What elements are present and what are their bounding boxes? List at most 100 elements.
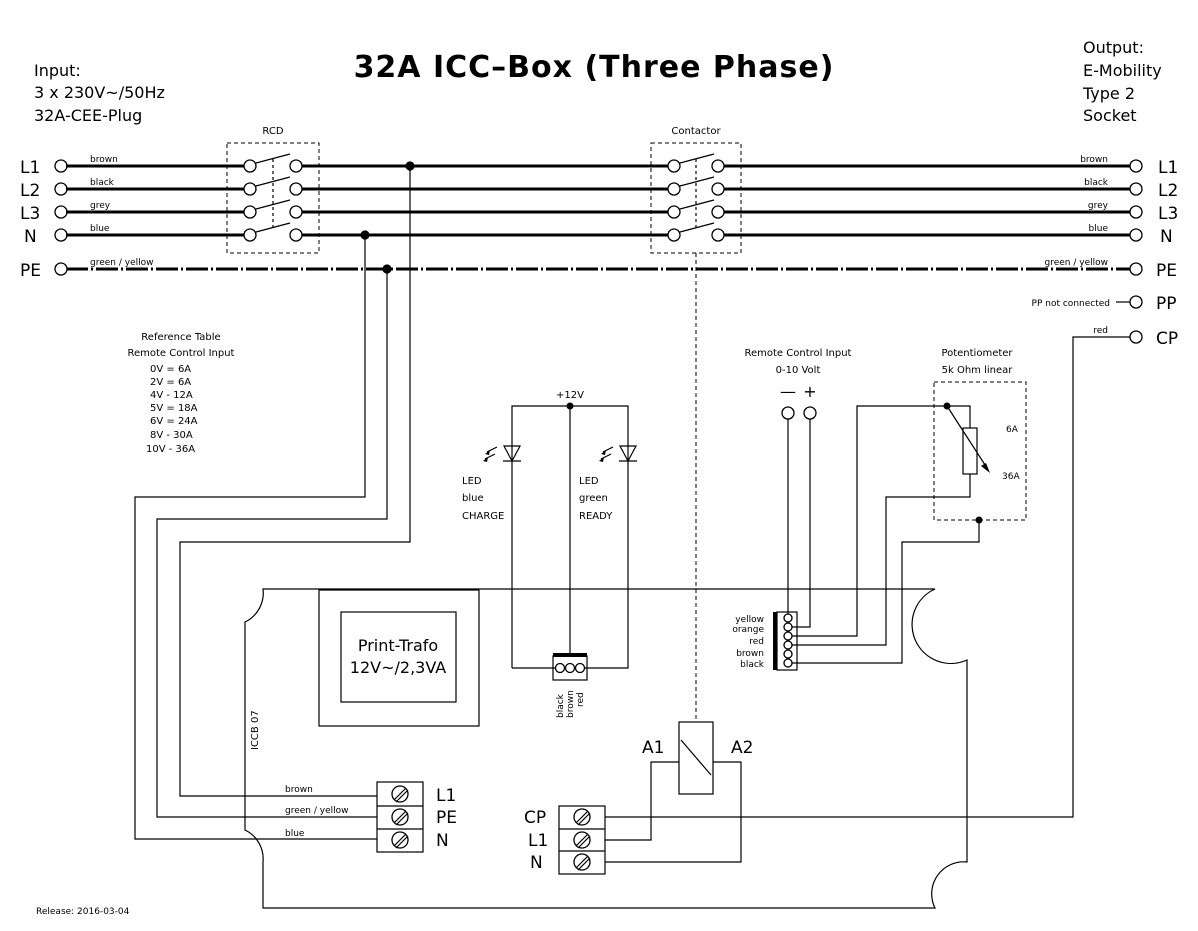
mains-feed-wires [134, 161, 415, 840]
svg-text:10V - 36A: 10V - 36A [146, 444, 195, 455]
svg-text:0-10 Volt: 0-10 Volt [776, 365, 821, 376]
svg-text:green / yellow: green / yellow [285, 806, 348, 816]
svg-text:36A: 36A [1002, 472, 1020, 482]
svg-text:4V - 12A: 4V - 12A [150, 390, 193, 401]
svg-text:PP: PP [1156, 294, 1177, 314]
svg-text:brown: brown [1080, 155, 1108, 165]
svg-text:L1: L1 [436, 786, 456, 806]
svg-text:blue: blue [462, 493, 484, 504]
svg-text:red: red [576, 692, 586, 707]
svg-text:orange: orange [732, 625, 764, 635]
svg-text:PE: PE [1156, 261, 1177, 281]
svg-text:ICCB 07: ICCB 07 [250, 710, 261, 750]
svg-text:Output:: Output: [1083, 38, 1144, 57]
rcd-switch: RCD [66, 126, 650, 254]
svg-text:CP: CP [1156, 329, 1178, 349]
svg-text:grey: grey [90, 201, 111, 211]
control-terminal-block: CP L1 N [524, 805, 606, 875]
svg-text:0V = 6A: 0V = 6A [150, 364, 191, 375]
wire-labels-left: brown black grey blue green / yellow [90, 155, 153, 268]
svg-text:L1: L1 [528, 831, 548, 851]
svg-text:5k Ohm linear: 5k Ohm linear [942, 365, 1014, 376]
svg-text:black: black [90, 178, 115, 188]
reference-table: Reference Table Remote Control Input 0V … [128, 332, 235, 455]
contactor-coil: A1 A2 [605, 721, 753, 863]
svg-text:A2: A2 [731, 738, 753, 758]
contactor-switch: Contactor [650, 126, 1130, 722]
wire-labels-right: brown black grey blue green / yellow [1045, 155, 1109, 268]
svg-text:brown: brown [285, 785, 313, 795]
svg-text:red: red [749, 637, 764, 647]
svg-text:32A-CEE-Plug: 32A-CEE-Plug [34, 106, 142, 125]
svg-text:2V = 6A: 2V = 6A [150, 377, 191, 388]
svg-text:N: N [1160, 227, 1173, 247]
svg-text:PP not connected: PP not connected [1032, 299, 1110, 309]
svg-text:LED: LED [462, 476, 482, 487]
svg-text:brown: brown [736, 649, 764, 659]
power-terminal-block: L1 PE N brown green / yellow blue [285, 781, 457, 853]
svg-text:green: green [579, 493, 608, 504]
svg-text:grey: grey [1088, 201, 1109, 211]
svg-text:N: N [24, 227, 37, 247]
svg-text:brown: brown [566, 690, 576, 718]
svg-text:Type 2: Type 2 [1082, 84, 1135, 103]
svg-text:PE: PE [436, 808, 457, 828]
diagram-title: 32A ICC–Box (Three Phase) [354, 50, 835, 85]
svg-text:CHARGE: CHARGE [462, 511, 504, 522]
svg-text:+: + [803, 382, 816, 401]
remote-connector: yellow orange red brown black [732, 611, 798, 671]
svg-text:black: black [556, 693, 566, 718]
input-terminals: L1 L2 L3 N PE [20, 158, 41, 281]
svg-text:green / yellow: green / yellow [90, 258, 153, 268]
svg-text:black: black [1084, 178, 1109, 188]
svg-text:A1: A1 [642, 738, 664, 758]
svg-text:—: — [780, 382, 796, 401]
output-description: Output: E-Mobility Type 2 Socket [1082, 38, 1162, 125]
svg-text:black: black [740, 660, 765, 670]
svg-text:L1: L1 [1158, 158, 1178, 178]
pcb-board: ICCB 07 [244, 588, 968, 909]
svg-text:E-Mobility: E-Mobility [1083, 61, 1162, 80]
svg-text:Remote Control Input: Remote Control Input [745, 348, 852, 359]
input-description: Input: 3 x 230V~/50Hz 32A-CEE-Plug [34, 61, 165, 125]
svg-text:+12V: +12V [556, 390, 584, 401]
svg-text:Contactor: Contactor [671, 126, 721, 137]
svg-text:CP: CP [524, 808, 546, 828]
svg-text:Potentiometer: Potentiometer [941, 348, 1013, 359]
svg-text:blue: blue [1089, 224, 1109, 234]
svg-text:green / yellow: green / yellow [1045, 258, 1108, 268]
potentiometer: Potentiometer 5k Ohm linear 6A 36A [792, 348, 1027, 664]
svg-text:12V~/2,3VA: 12V~/2,3VA [350, 658, 446, 677]
svg-text:brown: brown [90, 155, 118, 165]
svg-text:5V = 18A: 5V = 18A [150, 403, 198, 414]
svg-text:3 x 230V~/50Hz: 3 x 230V~/50Hz [34, 83, 165, 102]
svg-text:L1: L1 [20, 158, 40, 178]
svg-text:Remote Control Input: Remote Control Input [128, 348, 235, 359]
svg-text:red: red [1093, 326, 1108, 336]
svg-text:LED: LED [579, 476, 599, 487]
svg-text:L3: L3 [20, 204, 40, 224]
svg-text:L3: L3 [1158, 204, 1178, 224]
svg-text:8V - 30A: 8V - 30A [150, 430, 193, 441]
output-terminals: L1 L2 L3 N PE PP CP [1156, 158, 1178, 349]
svg-text:L2: L2 [20, 181, 40, 201]
svg-text:Socket: Socket [1083, 106, 1137, 125]
svg-text:yellow: yellow [735, 615, 764, 625]
print-trafo: Print-Trafo 12V~/2,3VA [318, 589, 480, 727]
svg-text:N: N [436, 831, 449, 851]
svg-text:N: N [530, 853, 543, 873]
svg-text:PE: PE [20, 261, 41, 281]
pp-cp-connections: PP not connected red [605, 299, 1130, 818]
svg-text:6V = 24A: 6V = 24A [150, 416, 198, 427]
svg-text:READY: READY [579, 511, 613, 522]
led-circuit: +12V LED blue CHARGE LED green READY bla… [462, 390, 637, 718]
svg-text:Print-Trafo: Print-Trafo [358, 636, 438, 655]
release-date: Release: 2016-03-04 [36, 907, 130, 917]
phase-bus-lines [66, 150, 1130, 271]
svg-text:L2: L2 [1158, 181, 1178, 201]
svg-text:blue: blue [285, 829, 305, 839]
svg-text:6A: 6A [1006, 425, 1019, 435]
svg-text:RCD: RCD [262, 126, 283, 137]
terminal-circles [54, 159, 1143, 344]
